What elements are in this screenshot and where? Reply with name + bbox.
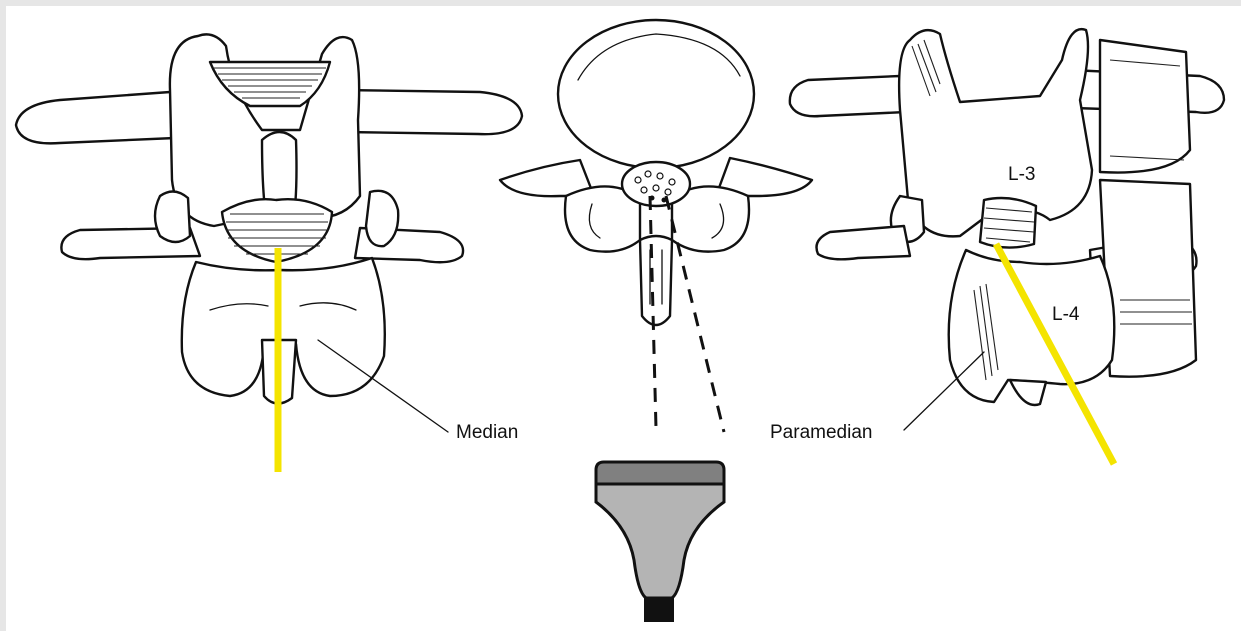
oblique-view-vertebrae-icon: L-3 L-4	[790, 29, 1224, 405]
axial-vertebra-cross-section-icon	[500, 20, 812, 325]
paramedian-label: Paramedian	[770, 422, 872, 443]
l3-label: L-3	[1008, 164, 1035, 185]
spine-ultrasound-diagram: Median	[6, 6, 1241, 631]
l4-label: L-4	[1052, 304, 1080, 325]
posterior-view-vertebrae-icon	[16, 34, 522, 403]
figure-frame: Median	[6, 6, 1241, 631]
median-label: Median	[456, 422, 518, 443]
ultrasound-probe-icon	[596, 462, 724, 622]
